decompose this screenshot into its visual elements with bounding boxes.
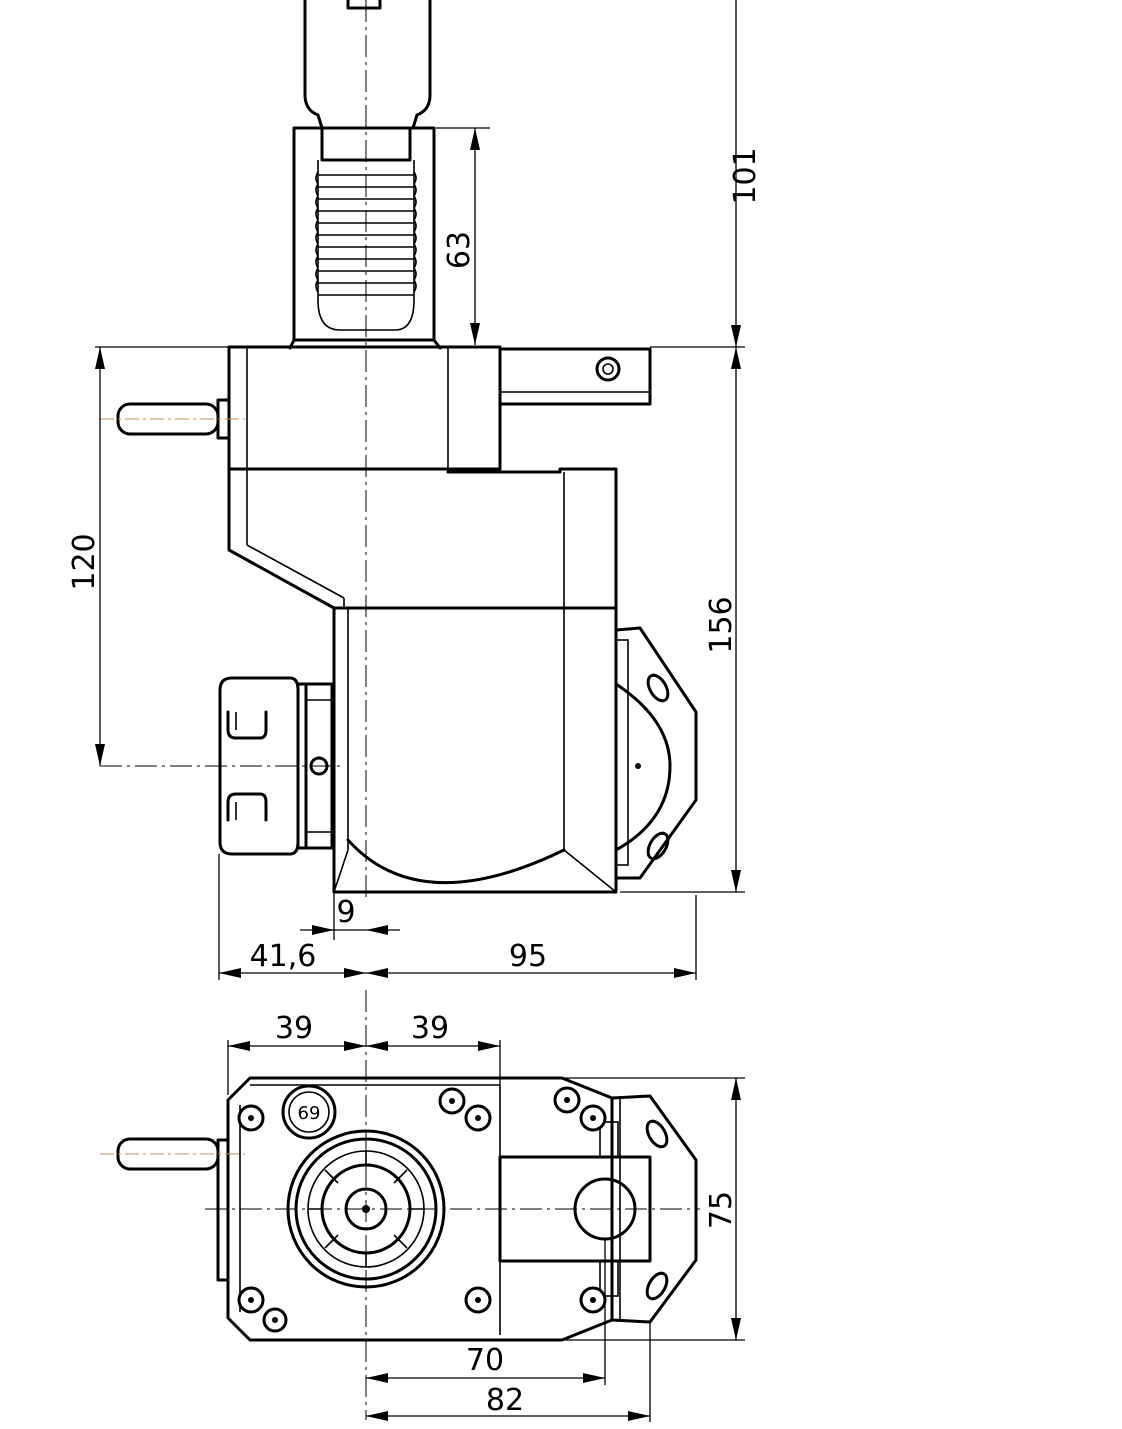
bracket-screw bbox=[595, 356, 621, 382]
plan-view: 69 bbox=[100, 990, 700, 1420]
tool-shank bbox=[288, 0, 442, 350]
dim-39-right: 39 bbox=[411, 1011, 449, 1046]
shank-threads bbox=[315, 171, 417, 296]
upper-housing bbox=[100, 345, 652, 471]
er-logo-text: 69 bbox=[298, 1103, 321, 1124]
dim-9: 9 bbox=[336, 895, 355, 930]
plan-body bbox=[226, 1076, 614, 1342]
collet-nut-plan bbox=[286, 1129, 446, 1289]
dim-120: 120 bbox=[67, 533, 102, 590]
plan-bracket bbox=[498, 1155, 652, 1263]
side-view bbox=[100, 0, 698, 900]
dim-70: 70 bbox=[466, 1343, 504, 1378]
side-dimensions: 101 63 156 120 9 41,6 bbox=[67, 0, 763, 980]
dim-95: 95 bbox=[509, 939, 547, 974]
dim-75: 75 bbox=[704, 1191, 739, 1229]
dim-63: 63 bbox=[442, 231, 477, 269]
side-flange bbox=[614, 626, 698, 880]
dim-41-6: 41,6 bbox=[250, 939, 317, 974]
dim-39-left: 39 bbox=[275, 1011, 313, 1046]
mounting-screws bbox=[237, 1086, 607, 1333]
plan-dimensions: 39 39 75 70 82 bbox=[227, 1011, 745, 1422]
lower-housing bbox=[227, 467, 618, 894]
dim-156: 156 bbox=[704, 596, 739, 653]
dim-82: 82 bbox=[486, 1383, 524, 1418]
dim-101: 101 bbox=[728, 147, 763, 204]
er-logo: 69 bbox=[281, 1084, 337, 1140]
